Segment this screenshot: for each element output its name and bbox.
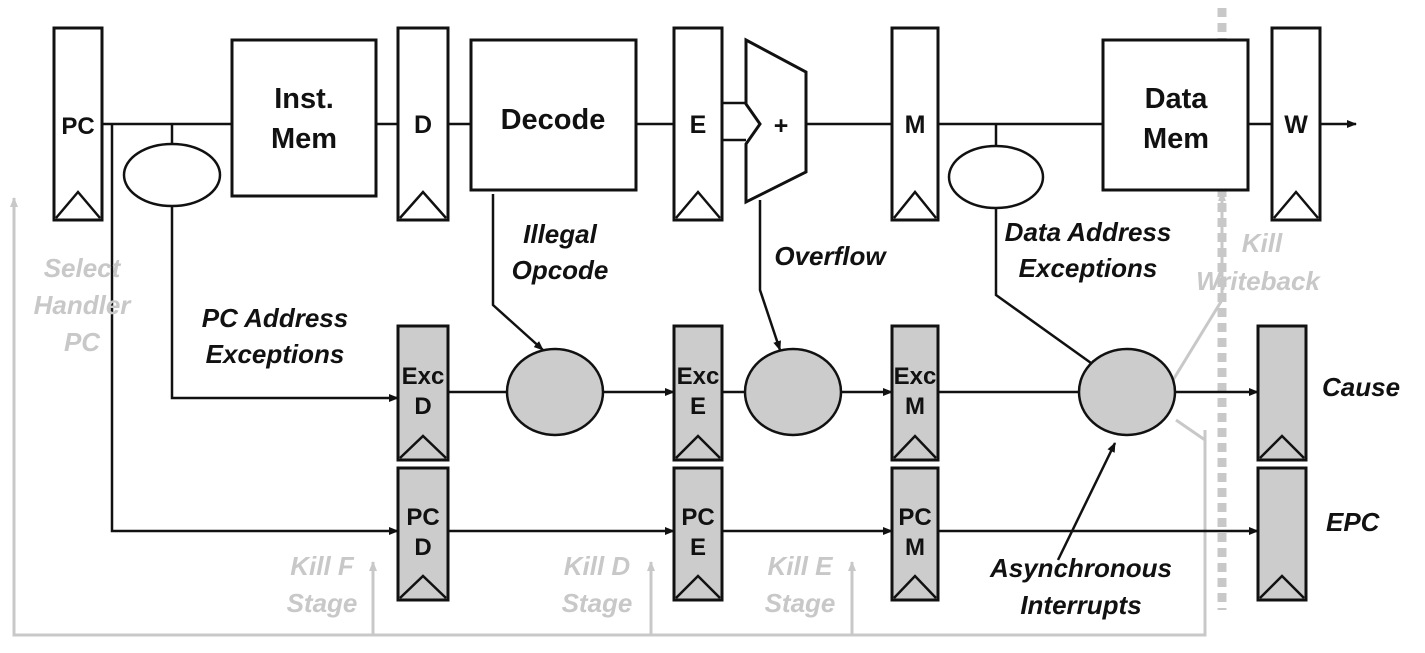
- inst-mem-label-line2: Mem: [271, 123, 337, 155]
- select-handler-pc-line2: Handler: [34, 290, 133, 320]
- kill-e-stage-line2: Stage: [765, 588, 836, 618]
- kill-d-stage-line1: Kill D: [564, 551, 631, 581]
- exc-e-label-top: Exc: [677, 363, 720, 390]
- epc-label: EPC: [1326, 507, 1381, 537]
- async-interrupts-line1: Asynchronous: [989, 553, 1172, 583]
- datapath-wires: [102, 101, 1357, 561]
- kill-f-stage-line2: Stage: [287, 588, 358, 618]
- decode-block: [469, 38, 638, 192]
- register-pc-d: [396, 466, 450, 602]
- data-address-check: [947, 144, 1045, 210]
- select-handler-pc-line: [10, 197, 1207, 637]
- decode-label: Decode: [501, 104, 606, 136]
- pc-address-exceptions-line2: Exceptions: [206, 339, 345, 369]
- illegal-opcode-label-line2: Opcode: [512, 255, 609, 285]
- register-epc: [1256, 466, 1308, 602]
- pc-address-exceptions-line1: PC Address: [202, 303, 348, 333]
- async-interrupts-line2: Interrupts: [1020, 590, 1141, 620]
- register-exc-e: [672, 324, 724, 462]
- exc-merge-d: [505, 347, 605, 437]
- illegal-opcode-label-line1: Illegal: [523, 219, 597, 249]
- d-register-label: D: [414, 111, 432, 139]
- kill-d-stage-line2: Stage: [562, 588, 633, 618]
- kill-writeback-line1: Kill: [1242, 228, 1283, 258]
- w-register-label: W: [1284, 111, 1308, 139]
- data-address-exceptions-line1: Data Address: [1005, 217, 1172, 247]
- pc-m-label-top: PC: [898, 504, 931, 531]
- pc-d-label-top: PC: [406, 504, 439, 531]
- data-address-exceptions-line2: Exceptions: [1019, 253, 1158, 283]
- register-e: [672, 26, 724, 222]
- pc-d-label-bottom: D: [414, 534, 431, 561]
- alu-shape: [744, 37, 808, 205]
- exc-d-label-top: Exc: [402, 363, 445, 390]
- register-exc-d: [396, 324, 450, 462]
- pc-e-label-top: PC: [681, 504, 714, 531]
- kill-e-stage-line1: Kill E: [767, 551, 833, 581]
- overflow-label: Overflow: [774, 241, 887, 271]
- inst-mem-block: [230, 38, 378, 198]
- data-mem-label-line2: Mem: [1143, 123, 1209, 155]
- inst-mem-label-line1: Inst.: [274, 83, 334, 115]
- register-cause: [1256, 324, 1308, 462]
- register-d: [396, 26, 450, 222]
- select-handler-pc-line3: PC: [64, 327, 101, 357]
- register-pc: [52, 26, 104, 222]
- cause-to-control-line: [1175, 418, 1206, 442]
- kill-writeback-line2: Writeback: [1196, 266, 1321, 296]
- exc-m-label-bottom: M: [905, 393, 925, 420]
- data-mem-label-line1: Data: [1145, 83, 1209, 115]
- pc-e-label-bottom: E: [690, 534, 706, 561]
- register-m: [890, 26, 940, 222]
- exc-merge-m: [1077, 347, 1177, 437]
- exc-e-label-bottom: E: [690, 393, 706, 420]
- pc-m-label-bottom: M: [905, 534, 925, 561]
- m-register-label: M: [905, 111, 926, 139]
- cause-label: Cause: [1322, 372, 1400, 402]
- exc-d-label-bottom: D: [414, 393, 431, 420]
- register-w: [1270, 26, 1322, 222]
- register-pc-e: [672, 466, 724, 602]
- alu-label: +: [774, 112, 789, 140]
- pc-address-check: [122, 142, 222, 208]
- exc-merge-e: [743, 347, 843, 437]
- data-mem-block: [1101, 38, 1250, 192]
- register-pc-m: [890, 466, 940, 602]
- kill-f-stage-line1: Kill F: [290, 551, 355, 581]
- exc-m-label-top: Exc: [894, 363, 937, 390]
- pc-register-label: PC: [61, 113, 94, 140]
- register-exc-m: [890, 324, 940, 462]
- select-handler-pc-line1: Select: [44, 253, 122, 283]
- e-register-label: E: [690, 111, 707, 139]
